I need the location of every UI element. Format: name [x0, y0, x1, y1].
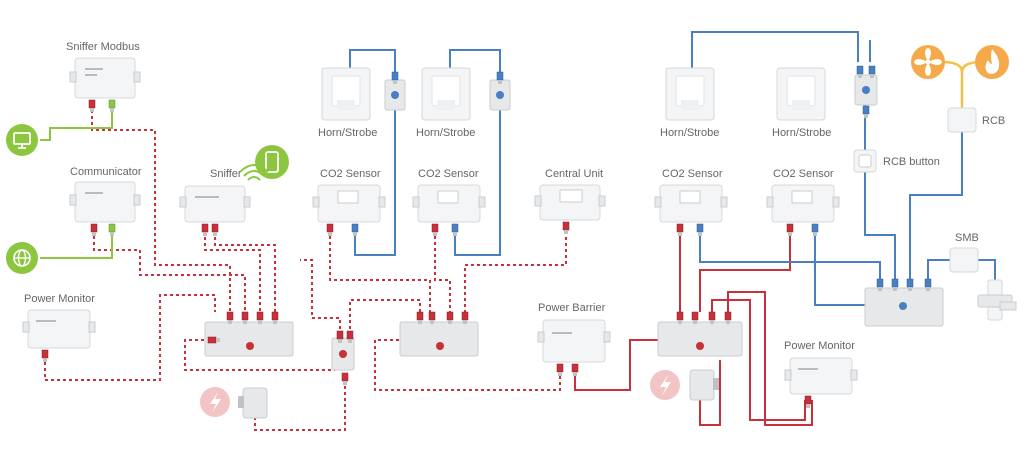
co2-sensor-2-device[interactable]	[412, 184, 486, 237]
label-co2-sensor-4: CO2 Sensor	[773, 168, 834, 180]
sniffer-device[interactable]	[179, 185, 251, 237]
wire-power-right	[699, 360, 721, 426]
label-co2-sensor-2: CO2 Sensor	[418, 168, 479, 180]
wire-rcb-smbhub	[909, 130, 963, 285]
sniffer-modbus-device[interactable]	[69, 57, 141, 113]
co2-sensor-4-device[interactable]	[766, 184, 840, 237]
horn-2-splitter[interactable]	[489, 71, 511, 111]
label-horn-strobe-4: Horn/Strobe	[772, 127, 831, 139]
wire-co2-1-hub	[329, 230, 431, 312]
globe-icon	[6, 242, 38, 274]
wire-co2-2-hub	[434, 230, 451, 312]
wire-sniffer-hub-2	[214, 225, 276, 312]
label-co2-sensor-1: CO2 Sensor	[320, 168, 381, 180]
left-tee-splitter[interactable]	[331, 330, 355, 386]
lightning-icon-right	[650, 370, 680, 400]
flame-icon	[975, 45, 1009, 79]
label-co2-sensor-3: CO2 Sensor	[662, 168, 723, 180]
label-horn-strobe-2: Horn/Strobe	[416, 127, 475, 139]
right-red-hub-device[interactable]	[657, 311, 743, 357]
label-central-unit: Central Unit	[545, 168, 603, 180]
wire-horn3	[691, 31, 859, 75]
valve-device[interactable]	[977, 279, 1017, 321]
wire-central-hub	[464, 225, 567, 312]
wire-righthub-pm-2	[727, 291, 813, 426]
horn-strobe-1-device[interactable]	[321, 67, 371, 121]
label-horn-strobe-3: Horn/Strobe	[660, 127, 719, 139]
wire-co2-4-smb	[814, 230, 870, 306]
horn-strobe-2-device[interactable]	[421, 67, 471, 121]
rcb-button-device[interactable]	[853, 149, 877, 173]
lightning-icon-left	[200, 387, 230, 417]
label-rcb-button: RCB button	[883, 156, 940, 168]
power-supply-right[interactable]	[689, 369, 719, 401]
monitor-icon	[6, 124, 38, 156]
power-supply-left[interactable]	[238, 387, 268, 419]
fan-icon	[911, 45, 945, 79]
wire-comm-globe	[40, 232, 113, 259]
label-power-barrier: Power Barrier	[538, 302, 606, 314]
label-communicator: Communicator	[70, 166, 142, 178]
wire-tee-mid	[349, 299, 421, 335]
wire-smb-valve	[978, 259, 996, 285]
label-sniffer-modbus: Sniffer Modbus	[66, 41, 140, 53]
wire-tee-hub	[300, 259, 341, 335]
wire-modbus-hub	[91, 110, 231, 312]
wire-hub-left	[184, 339, 335, 371]
smb-device[interactable]	[949, 247, 979, 273]
horn-1-splitter[interactable]	[384, 71, 406, 111]
communicator-device[interactable]	[69, 181, 141, 237]
power-monitor-right-device[interactable]	[784, 357, 858, 409]
phone-wifi-icon	[239, 145, 289, 181]
co2-sensor-3-device[interactable]	[654, 184, 728, 237]
wire-horn1-co2	[349, 49, 396, 256]
wire-fan-rcb	[941, 60, 964, 108]
right-blue-hub-device[interactable]	[864, 278, 944, 327]
wire-midhub-barrier	[374, 339, 561, 391]
central-unit-device[interactable]	[534, 184, 606, 235]
middle-hub-device[interactable]	[399, 311, 479, 357]
wire-barrier-righthub	[574, 339, 660, 391]
label-sniffer: Sniffer	[210, 168, 242, 180]
wire-co2-4-righthub	[699, 230, 791, 312]
wire-pm-hub	[44, 294, 216, 381]
wire-co2-3-smb	[699, 230, 881, 285]
wire-righthub-pm	[711, 299, 806, 421]
wire-modbus-monitor	[40, 110, 113, 141]
right-top-splitter[interactable]	[854, 65, 878, 119]
label-smb: SMB	[955, 232, 979, 244]
horn-strobe-3-device[interactable]	[665, 67, 715, 121]
label-horn-strobe-1: Horn/Strobe	[318, 127, 377, 139]
wire-tee-right-down	[864, 105, 896, 285]
wire-smb-hub	[927, 259, 950, 285]
power-barrier-device[interactable]	[537, 319, 611, 377]
power-monitor-left-device[interactable]	[22, 309, 96, 363]
horn-strobe-4-device[interactable]	[776, 67, 826, 121]
left-hub-device[interactable]	[204, 311, 294, 357]
label-power-monitor-left: Power Monitor	[24, 293, 95, 305]
wire-tee-power	[254, 380, 346, 431]
wire-horn2-co2	[449, 49, 501, 256]
label-power-monitor-right: Power Monitor	[784, 340, 855, 352]
co2-sensor-1-device[interactable]	[312, 184, 386, 237]
label-rcb: RCB	[982, 115, 1005, 127]
rcb-device[interactable]	[947, 107, 977, 133]
wire-comm-hub	[93, 230, 246, 312]
wire-sniffer-hub	[204, 225, 261, 312]
